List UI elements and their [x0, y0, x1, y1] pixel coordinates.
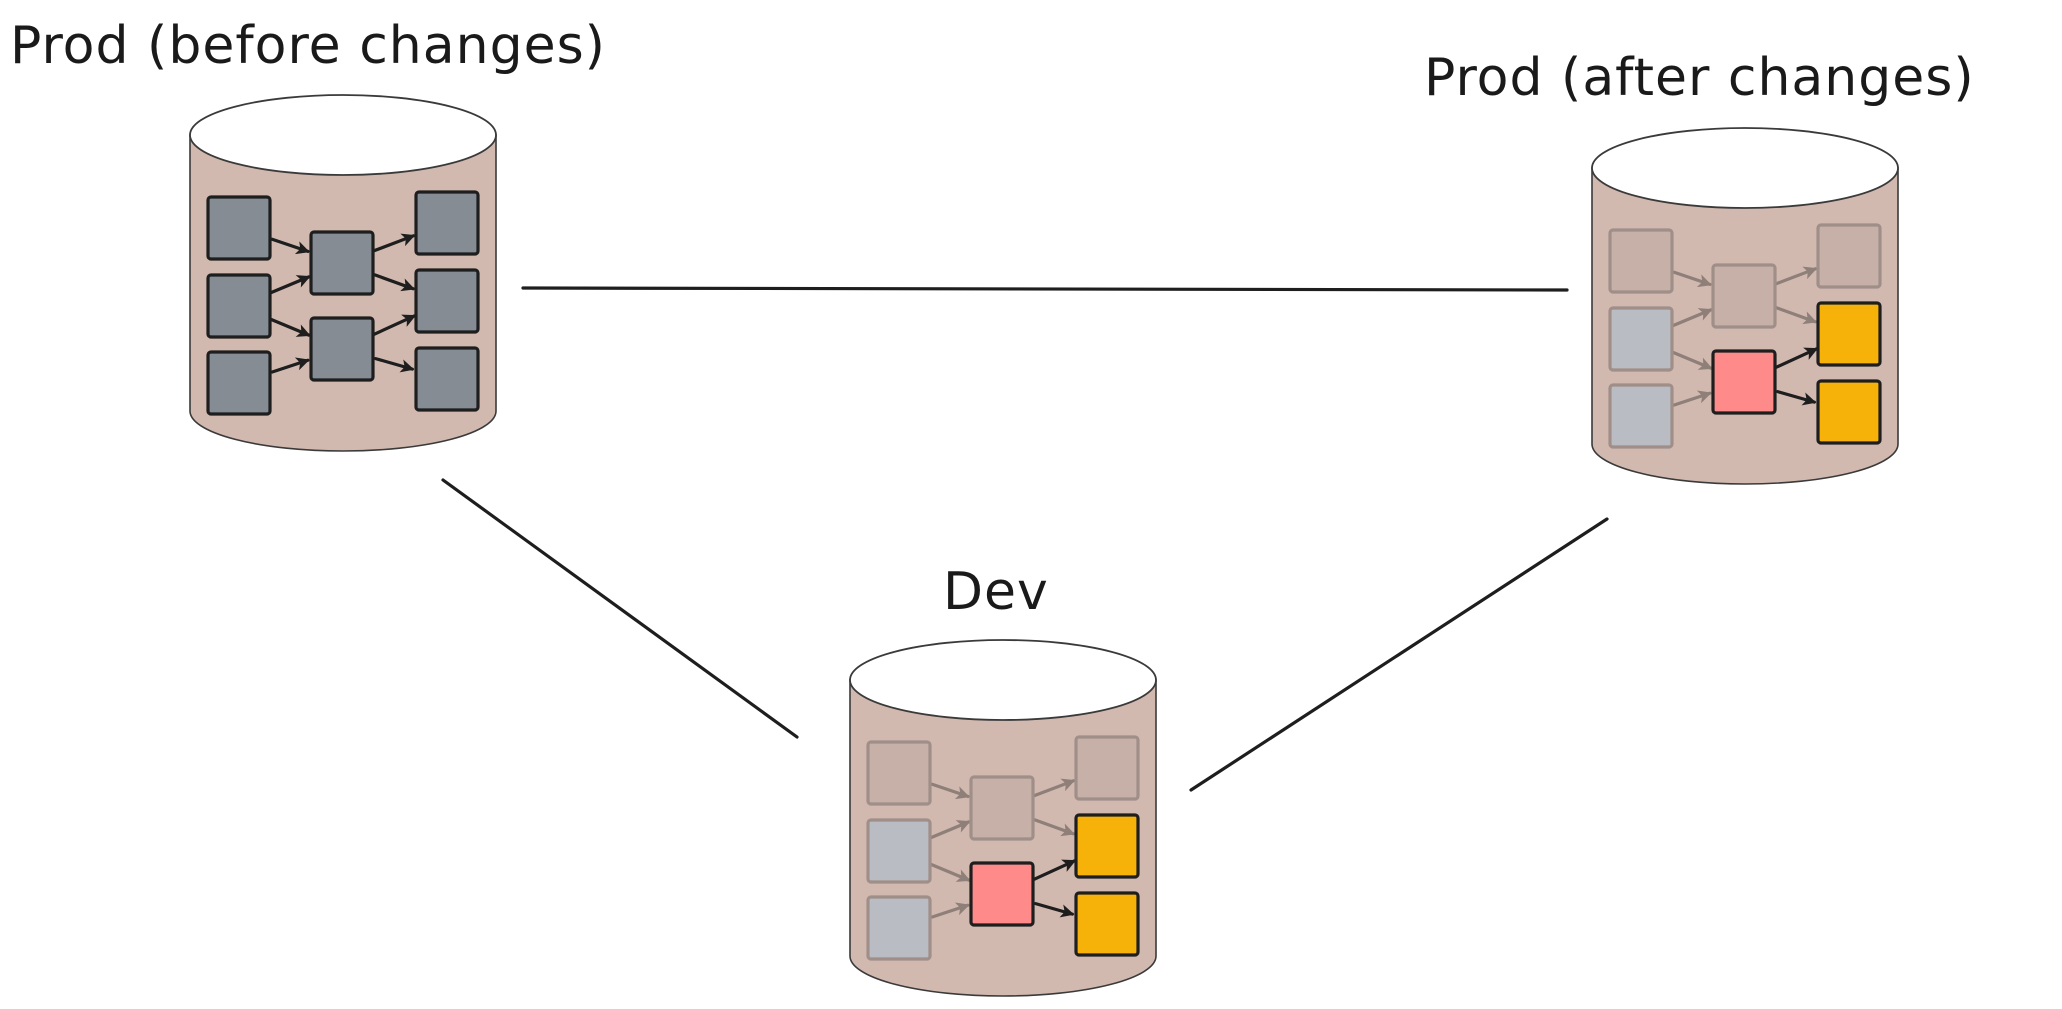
dag-node-faded-brown [866, 740, 932, 806]
dag-node-gray [309, 316, 375, 382]
dag-node-changed-orange [1816, 301, 1882, 367]
dag-node-faded-brown [1711, 263, 1777, 329]
dag-node-changed-red [1711, 349, 1777, 415]
dag-edge-arrow [929, 820, 971, 840]
dag-node-gray [414, 268, 480, 334]
dag-node-faded-brown [1608, 228, 1674, 294]
dag-node-gray [309, 230, 375, 296]
dag-node-changed-orange [1074, 891, 1140, 957]
dag-edge-arrow [373, 273, 416, 292]
label-prod-after: Prod (after changes) [1424, 48, 1975, 108]
dag-edge-arrow [1033, 778, 1076, 798]
dag-edge-arrow [930, 782, 970, 800]
label-prod-before: Prod (before changes) [10, 16, 606, 76]
dag-edge-arrow [372, 314, 417, 337]
dag-edge-arrow [270, 357, 310, 374]
dag-node-gray [206, 273, 272, 339]
dag-edge-arrow [1775, 306, 1818, 325]
dag-node-changed-orange [1816, 379, 1882, 445]
dag-node-faded-blue [866, 818, 932, 884]
dag-node-faded-blue [1608, 306, 1674, 372]
dag-edge-arrow [1671, 308, 1713, 328]
dag-node-gray [206, 350, 272, 416]
cylinder-top [189, 94, 497, 176]
connector-before-to-after [521, 286, 1569, 292]
dag-edge-arrow [1774, 347, 1819, 370]
database-cylinder-prod-before [189, 94, 497, 452]
cylinder-top [849, 639, 1157, 721]
dag-edge-arrow [269, 317, 311, 337]
dag-node-gray [206, 195, 272, 261]
dag-edge-arrow [930, 902, 970, 919]
dag-node-gray [414, 190, 480, 256]
dag-node-faded-blue [1608, 383, 1674, 449]
dag-edge-arrow [1034, 902, 1075, 918]
dag-edge-arrow [1672, 270, 1712, 288]
connector-before-to-dev [441, 478, 799, 739]
dag-edge-arrow [1032, 859, 1077, 882]
dag-edge-arrow [1671, 350, 1713, 370]
dag-edge-arrow [1776, 390, 1817, 406]
dag-node-faded-brown [969, 775, 1035, 841]
dag-edge-arrow [270, 237, 310, 255]
label-dev: Dev [943, 562, 1049, 622]
dag-node-faded-brown [1816, 223, 1882, 289]
dag-node-gray [414, 346, 480, 412]
dag-edge-arrow [1672, 390, 1712, 407]
dag-node-faded-brown [1074, 735, 1140, 801]
dag-edge-arrow [374, 357, 415, 373]
dag-node-changed-orange [1074, 813, 1140, 879]
dag-edge-arrow [1033, 818, 1076, 837]
dag-edge-arrow [373, 233, 416, 253]
database-cylinder-dev [849, 639, 1157, 997]
dag-edge-arrow [1775, 266, 1818, 286]
dag-edge-arrow [269, 275, 311, 295]
connector-after-to-dev [1189, 517, 1609, 792]
cylinder-top [1591, 127, 1899, 209]
dag-node-faded-blue [866, 895, 932, 961]
dag-node-changed-red [969, 861, 1035, 927]
dag-edge-arrow [929, 862, 971, 882]
database-cylinder-prod-after [1591, 127, 1899, 485]
